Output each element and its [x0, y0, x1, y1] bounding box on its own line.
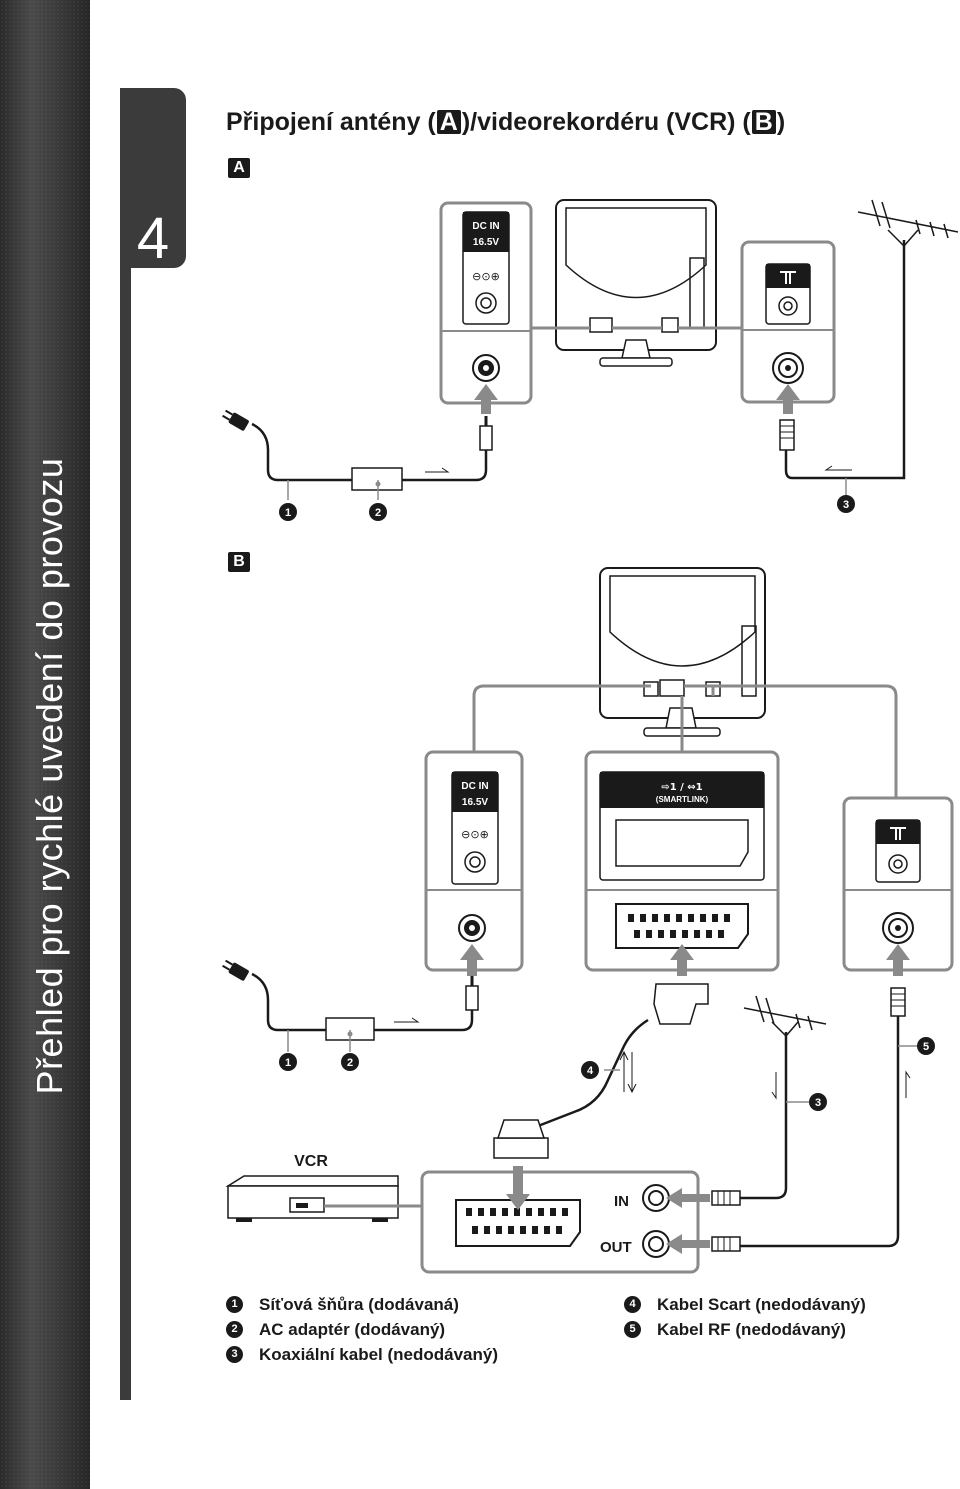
callout-3-a: 3: [837, 495, 855, 513]
svg-text:⊖⊙⊕: ⊖⊙⊕: [472, 270, 500, 283]
page-heading: Připojení antény (A)/videorekordéru (VCR…: [226, 108, 785, 137]
legend-text: Koaxiální kabel (nedodávaný): [259, 1344, 499, 1364]
vcr-in-label: IN: [614, 1193, 629, 1210]
svg-text:⊖⊙⊕: ⊖⊙⊕: [461, 828, 489, 841]
antenna-panel-b: [842, 796, 954, 972]
vcr-label: VCR: [294, 1153, 328, 1170]
vcr-device: VCR: [225, 1153, 399, 1222]
callout-5: 5: [917, 1037, 935, 1055]
smartlink-label: (SMARTLINK): [656, 795, 709, 804]
chapter-bar: [120, 268, 131, 1400]
legend-number: 3: [226, 1346, 243, 1363]
legend-number: 5: [624, 1321, 641, 1338]
arrow-down-icon: [506, 1166, 530, 1210]
callout-2-a: 2: [369, 503, 387, 521]
dc-in-panel-b: DC IN 16.5V ⊖⊙⊕: [424, 750, 524, 972]
svg-text:3: 3: [815, 1097, 821, 1109]
chapter-tab: 4: [120, 88, 186, 268]
dc-in-label-b: DC IN: [461, 781, 488, 792]
arrow-up-icon: [460, 944, 910, 976]
heading-part2: )/videorekordéru (VCR) (: [461, 108, 751, 136]
tv-back-b: [599, 567, 766, 737]
scart-panel: ⇨1 / ⇔1 (SMARTLINK): [584, 750, 780, 972]
voltage-label-a: 16.5V: [473, 237, 499, 248]
legend-right: 4 Kabel Scart (nedodávaný) 5 Kabel RF (n…: [624, 1292, 866, 1342]
antenna-icon: [743, 995, 827, 1038]
voltage-label-b: 16.5V: [462, 797, 488, 808]
legend-item: 1 Síťová šňůra (dodávaná): [226, 1292, 498, 1317]
coax-plug-icon: [711, 1190, 741, 1252]
legend-text: Kabel RF (nedodávaný): [657, 1319, 846, 1339]
arrow-up-icon: [474, 384, 800, 414]
svg-text:1: 1: [285, 507, 291, 519]
legend-text: AC adaptér (dodávaný): [259, 1319, 446, 1339]
dc-in-panel-a: DC IN 16.5V ⊖⊙⊕: [439, 201, 533, 405]
svg-text:3: 3: [843, 499, 849, 511]
vcr-back-panel: IN OUT: [420, 1170, 700, 1274]
coax-cable-a: [784, 240, 906, 480]
chapter-number: 4: [136, 206, 170, 271]
power-cord-b: [220, 957, 479, 1052]
coax-cable-b: [740, 1032, 788, 1200]
heading-label-a: A: [436, 110, 461, 135]
antenna-panel-a: [740, 240, 836, 404]
side-band: Přehled pro rychlé uvedení do provozu: [0, 0, 90, 1489]
callout-4: 4: [581, 1061, 599, 1079]
callout-1-a: 1: [279, 503, 297, 521]
section-b-label: B: [228, 552, 250, 572]
svg-text:5: 5: [923, 1041, 929, 1053]
legend-item: 2 AC adaptér (dodávaný): [226, 1317, 498, 1342]
svg-text:4: 4: [587, 1065, 594, 1077]
legend-number: 1: [226, 1296, 243, 1313]
svg-text:2: 2: [375, 507, 381, 519]
dc-in-label-a: DC IN: [472, 221, 499, 232]
scart-cable: [493, 983, 709, 1159]
smartlink-symbol: ⇨1 / ⇔1: [661, 782, 702, 793]
callout-2-b: 2: [341, 1053, 359, 1071]
arrow-left-icon: [666, 1188, 710, 1254]
tv-back-a: [555, 199, 717, 367]
legend-item: 5 Kabel RF (nedodávaný): [624, 1317, 866, 1342]
legend-item: 4 Kabel Scart (nedodávaný): [624, 1292, 866, 1317]
rf-cable: [740, 987, 918, 1248]
section-a-label: A: [228, 158, 250, 178]
legend-number: 2: [226, 1321, 243, 1338]
legend-item: 3 Koaxiální kabel (nedodávaný): [226, 1342, 498, 1367]
heading-part3: ): [776, 108, 786, 136]
callout-3-b: 3: [809, 1093, 827, 1111]
vcr-out-label: OUT: [600, 1239, 632, 1256]
heading-part1: Připojení antény (: [226, 108, 436, 136]
heading-label-b: B: [751, 110, 776, 135]
legend-text: Kabel Scart (nedodávaný): [657, 1294, 866, 1314]
legend-number: 4: [624, 1296, 641, 1313]
legend-text: Síťová šňůra (dodávaná): [259, 1294, 459, 1314]
svg-text:1: 1: [285, 1057, 291, 1069]
power-cord-a: [220, 407, 493, 500]
legend-left: 1 Síťová šňůra (dodávaná) 2 AC adaptér (…: [226, 1292, 498, 1367]
svg-text:2: 2: [347, 1057, 353, 1069]
antenna-icon: [857, 199, 959, 248]
callout-1-b: 1: [279, 1053, 297, 1071]
